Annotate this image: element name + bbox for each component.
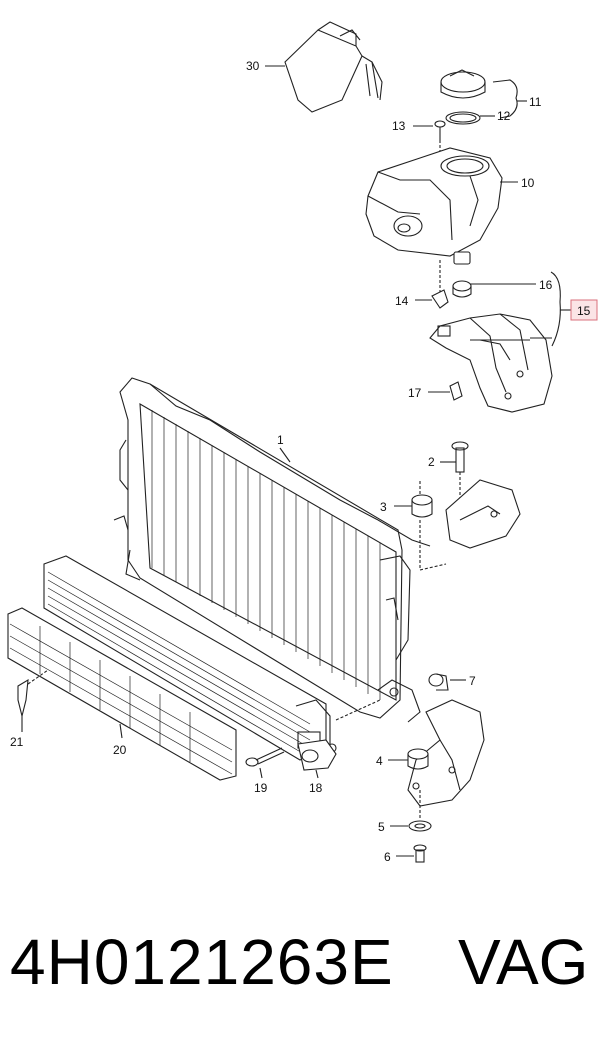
brand-name: VAG	[458, 926, 589, 998]
clip-21	[17, 669, 49, 732]
label-6: 6	[384, 850, 391, 864]
rubber-mount-4	[407, 748, 429, 770]
label-1: 1	[277, 433, 284, 447]
leader-19	[259, 767, 263, 779]
rubber-mount-7	[428, 673, 449, 691]
rubber-mount-16	[452, 251, 472, 298]
label-14: 14	[395, 294, 409, 308]
rubber-mount-3	[411, 480, 447, 571]
label-4: 4	[376, 754, 383, 768]
label-21: 21	[10, 735, 24, 749]
label-30: 30	[246, 59, 260, 73]
label-16: 16	[539, 278, 553, 292]
coolant-bottle	[284, 21, 383, 113]
label-5: 5	[378, 820, 385, 834]
leader-dashed-lower	[335, 699, 381, 721]
leader-20	[119, 723, 123, 739]
screw-6	[413, 844, 427, 863]
part-number: 4H0121263E	[10, 926, 394, 998]
label-7: 7	[469, 674, 476, 688]
washer-5	[408, 790, 432, 832]
air-guide-grille	[7, 607, 237, 781]
bolt-17	[449, 381, 463, 401]
label-2: 2	[428, 455, 435, 469]
label-17: 17	[408, 386, 422, 400]
radiator	[113, 377, 431, 723]
upper-carrier-bracket	[445, 479, 521, 549]
label-19: 19	[254, 781, 268, 795]
pipe-connector-18	[297, 739, 337, 771]
label-3: 3	[380, 500, 387, 514]
label-10: 10	[521, 176, 535, 190]
label-13: 13	[392, 119, 406, 133]
highlight-box-15	[570, 299, 598, 321]
parts-diagram: 30 11 12 13 10 16 14 15 17 1 2 3 7 21 20…	[7, 21, 598, 864]
leader-18	[315, 769, 319, 779]
leader-1	[279, 447, 291, 463]
label-15: 15	[577, 304, 591, 318]
clip-14	[431, 260, 449, 309]
label-12: 12	[497, 109, 511, 123]
screw-19	[245, 747, 285, 767]
label-11: 11	[529, 95, 542, 109]
label-18: 18	[309, 781, 323, 795]
expansion-tank	[365, 147, 503, 257]
bracket-11	[492, 79, 518, 119]
label-20: 20	[113, 743, 127, 757]
expansion-tank-cap	[440, 69, 486, 125]
bracket-15	[550, 271, 561, 347]
tank-bracket	[429, 313, 553, 413]
